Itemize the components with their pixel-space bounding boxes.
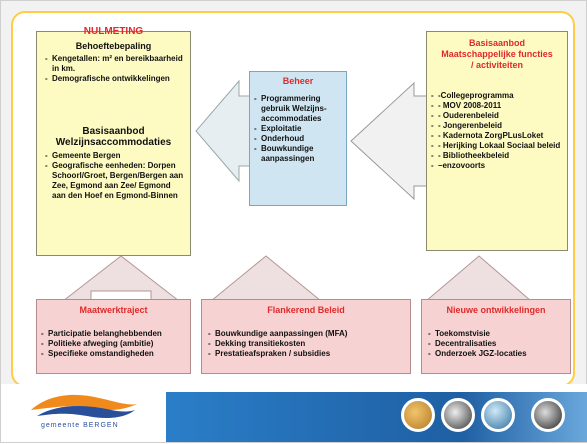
nieuwe-box: Nieuwe ontwikkelingen Toekomstvisie Dece… xyxy=(421,299,571,374)
list-item: Participatie belanghebbenden xyxy=(41,329,186,339)
nieuwe-title: Nieuwe ontwikkelingen xyxy=(446,305,546,315)
list-item: Bouwkundige aanpassingen (MFA) xyxy=(208,329,406,339)
welzijn-list: Gemeente Bergen Geografische eenheden: D… xyxy=(45,151,184,201)
left-arrow-beheer xyxy=(195,79,252,183)
list-item: Demografische ontwikkelingen xyxy=(45,74,184,84)
bergen-logo-icon xyxy=(31,394,137,418)
basisaanbod-heading: Basisaanbod xyxy=(82,126,145,137)
list-item: Specifieke omstandigheden xyxy=(41,349,186,359)
list-item: Exploitatie xyxy=(254,124,342,134)
beheer-list: Programmering gebruik Welzijns-accommoda… xyxy=(254,94,342,164)
welzijnsaccommodaties-heading: Welzijnsaccommodaties xyxy=(55,137,172,148)
photo-icon xyxy=(441,398,475,432)
basisaanbod-list: -Collegeprogramma - MOV 2008-2011 - Oude… xyxy=(431,91,565,171)
beheer-title: Beheer xyxy=(282,76,314,86)
list-item: Dekking transitiekosten xyxy=(208,339,406,349)
logo-text: gemeente BERGEN xyxy=(41,422,119,429)
basisaanbod-box: Basisaanbod Maatschappelijke functies / … xyxy=(426,31,568,251)
maatwerk-list: Participatie belanghebbenden Politieke a… xyxy=(41,329,186,359)
beheer-box: Beheer Programmering gebruik Welzijns-ac… xyxy=(249,71,347,206)
footer-band xyxy=(166,392,587,442)
flankerend-list: Bouwkundige aanpassingen (MFA) Dekking t… xyxy=(208,329,406,359)
maatwerk-title: Maatwerktraject xyxy=(79,305,148,315)
list-item: Onderzoek JGZ-locaties xyxy=(428,349,566,359)
list-item: Bouwkundige aanpassingen xyxy=(254,144,342,164)
maatwerk-box: Maatwerktraject Participatie belanghebbe… xyxy=(36,299,191,374)
list-item: –enzovoorts xyxy=(431,161,565,171)
up-arrow-nieuwe xyxy=(424,255,533,302)
up-arrow-maatwerk xyxy=(61,255,181,302)
basisaanbod-title-3: / activiteiten xyxy=(470,60,524,70)
basisaanbod-title: Basisaanbod xyxy=(468,38,526,48)
up-arrow-flankerend xyxy=(209,255,323,302)
nieuwe-list: Toekomstvisie Decentralisaties Onderzoek… xyxy=(428,329,566,359)
list-item: Kengetallen: m² en bereikbaarheid in km. xyxy=(45,54,184,74)
list-item: - Jongerenbeleid xyxy=(431,121,565,131)
list-item: Geografische eenheden: Dorpen Schoorl/Gr… xyxy=(45,161,184,201)
basisaanbod-title-2: Maatschappelijke functies xyxy=(441,49,553,59)
nulmeting-title: NULMETING xyxy=(83,26,144,37)
list-item: Onderhoud xyxy=(254,134,342,144)
flankerend-box: Flankerend Beleid Bouwkundige aanpassing… xyxy=(201,299,411,374)
list-item: - Kadernota ZorgPLusLoket xyxy=(431,131,565,141)
list-item: - Ouderenbeleid xyxy=(431,111,565,121)
list-item: Politieke afweging (ambitie) xyxy=(41,339,186,349)
footer: gemeente BERGEN xyxy=(1,384,587,442)
list-item: -Collegeprogramma xyxy=(431,91,565,101)
behoeftebepaling-heading: Behoeftebepaling xyxy=(75,41,152,51)
list-item: - Bibliotheekbeleid xyxy=(431,151,565,161)
list-item: Decentralisaties xyxy=(428,339,566,349)
list-item: - MOV 2008-2011 xyxy=(431,101,565,111)
behoeftebepaling-list: Kengetallen: m² en bereikbaarheid in km.… xyxy=(45,54,184,84)
list-item: - Herijking Lokaal Sociaal beleid xyxy=(431,141,565,151)
list-item: Prestatieafspraken / subsidies xyxy=(208,349,406,359)
left-arrow-basisaanbod xyxy=(350,81,430,201)
photo-icon xyxy=(481,398,515,432)
photo-icon xyxy=(401,398,435,432)
list-item: Programmering gebruik Welzijns-accommoda… xyxy=(254,94,342,124)
photo-icon xyxy=(531,398,565,432)
list-item: Toekomstvisie xyxy=(428,329,566,339)
nulmeting-box: NULMETING Behoeftebepaling Kengetallen: … xyxy=(36,26,191,256)
flankerend-title: Flankerend Beleid xyxy=(267,305,345,315)
list-item: Gemeente Bergen xyxy=(45,151,184,161)
